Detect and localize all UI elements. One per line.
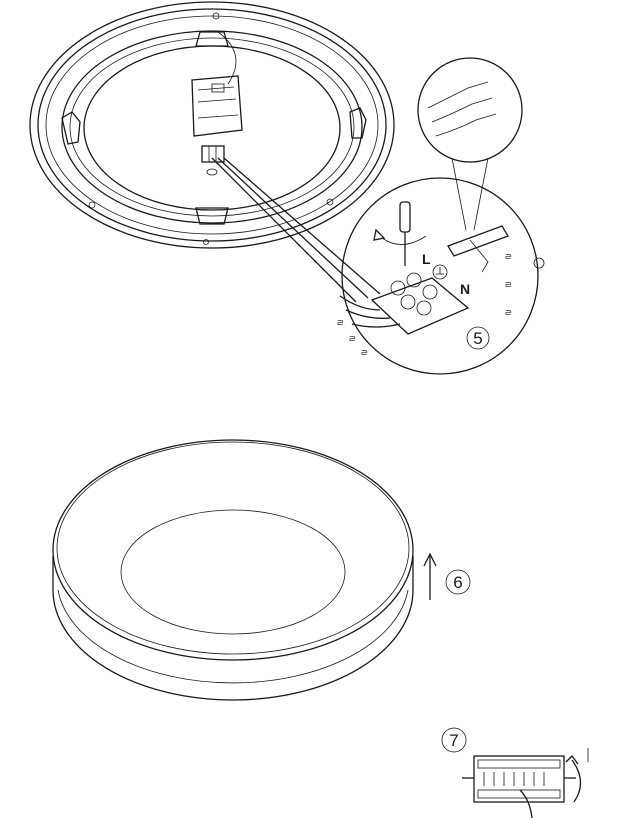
earth-symbol-icon bbox=[432, 264, 448, 280]
svg-text:ㄹ: ㄹ bbox=[504, 281, 512, 291]
terminal-screws bbox=[390, 272, 438, 316]
step-7-badge: 7 bbox=[441, 727, 467, 753]
wire-color-legend: ㄹ ㄹ ㄹ bbox=[504, 253, 545, 319]
step-5-number: 5 bbox=[473, 329, 482, 348]
terminal-block bbox=[370, 277, 470, 335]
svg-text:ㄹ: ㄹ bbox=[348, 335, 356, 345]
terminal-block-small bbox=[201, 145, 225, 176]
neutral-terminal-label: N bbox=[460, 281, 470, 297]
live-terminal-label: L bbox=[422, 251, 431, 267]
wire-bundle bbox=[447, 225, 509, 273]
terminal-detail-magnifier: L N ㄹ ㄹ ㄹ ㄹ ㄹ ㄹ 5 bbox=[336, 177, 545, 375]
mount-arrow-icon bbox=[423, 552, 437, 600]
supply-cables bbox=[211, 157, 381, 303]
svg-text:ㄹ: ㄹ bbox=[504, 309, 512, 319]
luminaire-fixture bbox=[52, 439, 414, 701]
screwdriver-icon bbox=[373, 201, 427, 266]
driver-box bbox=[191, 31, 243, 137]
mounting-plate bbox=[29, 1, 395, 249]
mounting-clips bbox=[61, 12, 367, 245]
wire-tags: ㄹ ㄹ ㄹ bbox=[336, 319, 368, 359]
wire-strip-detail bbox=[417, 57, 523, 231]
step-6-badge: 6 bbox=[445, 569, 471, 595]
svg-text:ㄹ: ㄹ bbox=[336, 319, 344, 329]
svg-text:ㄹ: ㄹ bbox=[360, 349, 368, 359]
step-7-number: 7 bbox=[449, 731, 458, 750]
svg-text:ㄹ: ㄹ bbox=[504, 253, 512, 263]
switch-on-arrow-icon bbox=[565, 748, 589, 803]
step-6-number: 6 bbox=[453, 573, 462, 592]
circuit-breaker-panel bbox=[462, 755, 576, 818]
step-5-badge: 5 bbox=[466, 326, 490, 350]
